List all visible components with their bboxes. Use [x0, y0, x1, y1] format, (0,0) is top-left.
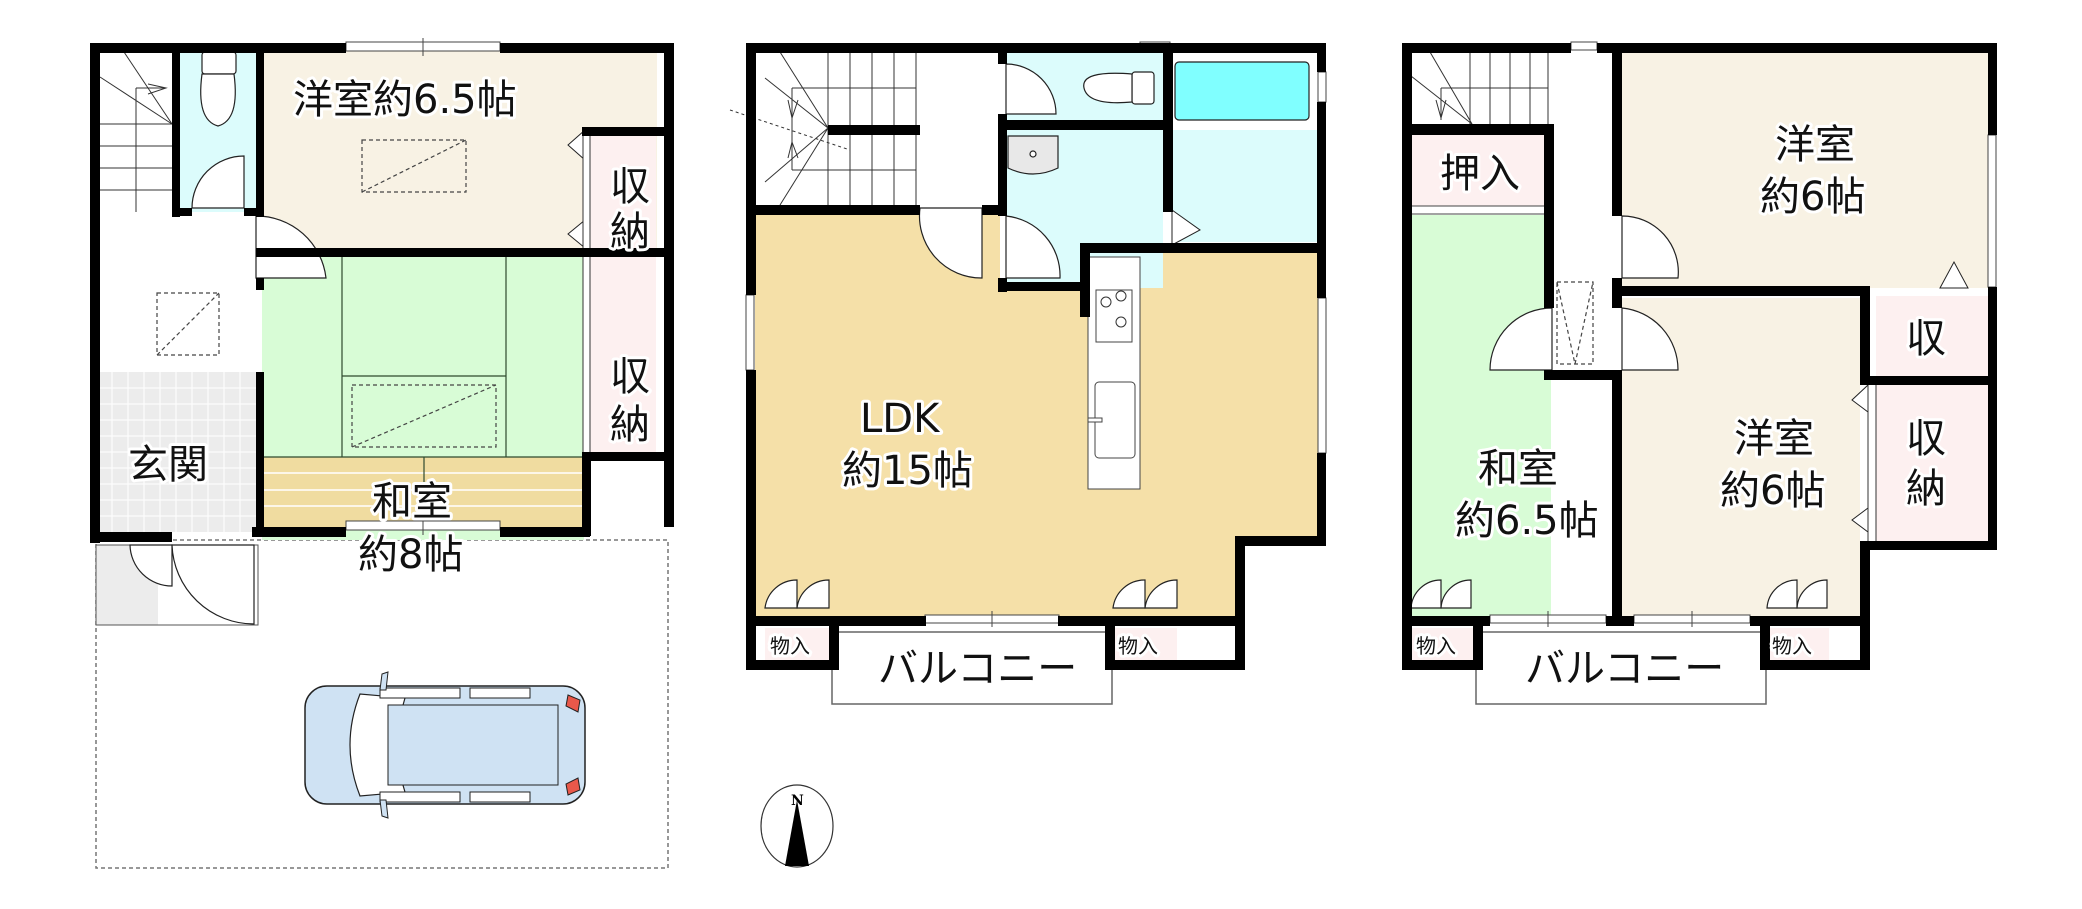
- room-closet-right-2f: [1113, 628, 1177, 660]
- room-label-storage-upper-1: 収: [610, 164, 650, 210]
- entrance-tile-grid: [98, 372, 256, 532]
- room-storage-right: [1876, 384, 1988, 542]
- toilet-icon: [200, 51, 237, 127]
- bath-door-triangle: [1171, 209, 1201, 246]
- room-label-japanese-6-5-1: 和室: [1478, 446, 1558, 492]
- room-storage-upper: [590, 130, 656, 250]
- room-label-entrance: 玄関: [128, 442, 208, 488]
- room-closet-left-3f: [1411, 628, 1473, 660]
- room-western-6-upper: [1622, 52, 1990, 288]
- walls-1f: [90, 43, 674, 543]
- room-label-storage-upper-2: 納: [610, 209, 650, 255]
- room-label-closet-left-3f: 物入: [1416, 634, 1456, 658]
- room-label-western-6-lower-2: 約6帖: [1720, 468, 1825, 514]
- room-label-storage-small: 収: [1906, 316, 1946, 362]
- room-label-storage-right-2: 納: [1906, 466, 1946, 512]
- compass-north-label: N: [791, 793, 804, 809]
- room-label-ldk-1: LDK: [860, 396, 941, 442]
- doors-1f: [129, 155, 327, 625]
- closet-door-track-3f: [1867, 383, 1877, 543]
- walls-2f: [746, 43, 1326, 670]
- compass-icon: N: [760, 784, 834, 868]
- toilet-door-icon: [191, 155, 245, 209]
- stairs-1f: [99, 51, 173, 212]
- room-label-oshiire: 押入: [1440, 151, 1520, 197]
- room-closet-left-2f: [765, 628, 829, 660]
- balcony-3f: [1475, 631, 1767, 705]
- balcony-2f: [831, 631, 1113, 705]
- room-label-western-6-upper-1: 洋室: [1775, 122, 1855, 168]
- wood-floor-strip: [262, 457, 584, 527]
- closet-door-track-lower: [582, 255, 591, 457]
- bathtub-icon: [1174, 61, 1310, 121]
- room-storage-lower: [590, 256, 656, 456]
- hatch-marker-3f: [1556, 281, 1594, 365]
- floor-1f: 洋室約6.5帖 収 納 収 納 和室 約8帖 玄関: [90, 38, 674, 869]
- room-label-ldk-2: 約15帖: [842, 448, 973, 494]
- floor-3f: 押入 洋室 約6帖 収 収 納 和室 約6.5帖 洋室 約6帖 物入 物入 バル…: [1402, 41, 1997, 705]
- car-icon: [304, 671, 586, 819]
- entrance-door-small-icon: [129, 544, 173, 587]
- room-label-storage-lower-2: 納: [610, 402, 650, 448]
- room-label-storage-lower-1: 収: [610, 354, 650, 400]
- tatami-lines: [262, 256, 584, 527]
- wash-basin-icon: [1007, 135, 1059, 175]
- kitchen-counter: [1087, 256, 1141, 490]
- room-label-western-6-upper-2: 約6帖: [1760, 174, 1865, 220]
- stove-icon: [1095, 289, 1133, 343]
- room-label-japanese-6-5-2: 約6.5帖: [1455, 498, 1599, 544]
- room-label-japanese-8-1: 和室: [372, 479, 452, 525]
- room-label-closet-right-3f: 物入: [1772, 634, 1812, 658]
- room-label-western-6-5: 洋室約6.5帖: [293, 77, 517, 123]
- room-label-western-6-lower-1: 洋室: [1734, 416, 1814, 462]
- room-label-closet-left-2f: 物入: [770, 634, 810, 658]
- entrance-door-large-icon: [171, 544, 255, 625]
- room-label-storage-right-1: 収: [1906, 416, 1946, 462]
- room-storage-small: [1876, 296, 1988, 376]
- parking-area: [95, 539, 669, 869]
- room-closet-right-3f: [1767, 628, 1829, 660]
- room-oshiire: [1411, 135, 1551, 207]
- western-room-door-icon: [255, 215, 327, 279]
- room-japanese-6-5: [1411, 215, 1551, 620]
- toilet-2f-icon: [1083, 71, 1155, 105]
- room-label-japanese-8-2: 約8帖: [358, 532, 463, 578]
- wood-floor-lines: [262, 472, 584, 507]
- walls-3f: [1402, 43, 1997, 670]
- room-bath: [1172, 130, 1318, 242]
- room-label-closet-right-2f: 物入: [1118, 634, 1158, 658]
- hatch-markers: [156, 139, 497, 448]
- floor-2f: LDK 約15帖 物入 物入 バルコニー N: [729, 41, 1327, 868]
- stairs-3f: [1410, 51, 1549, 125]
- room-label-balcony-2f: バルコニー: [878, 646, 1077, 692]
- doors-2f: [764, 63, 1178, 609]
- doors-3f: [1410, 215, 1828, 609]
- room-label-balcony-3f: バルコニー: [1525, 646, 1724, 692]
- closet-door-track: [582, 129, 591, 251]
- stair-divider-wall: [828, 125, 920, 135]
- room-ldk: [755, 215, 1318, 620]
